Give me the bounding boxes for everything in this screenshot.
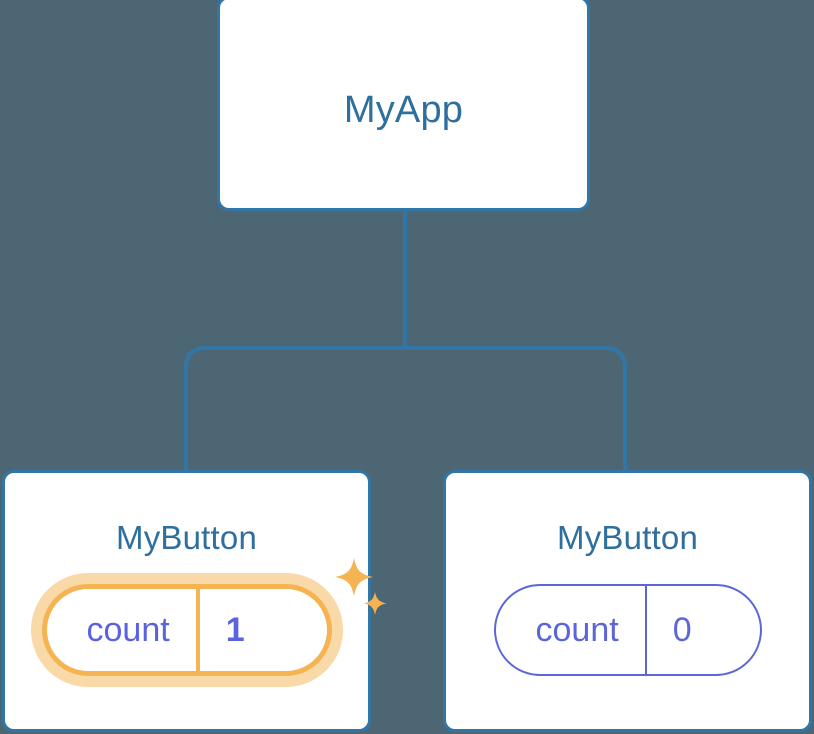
connector-branch-left — [184, 346, 405, 472]
prop-pill-container: count 0 — [446, 584, 809, 676]
node-title: MyButton — [557, 519, 698, 556]
prop-value: 0 — [644, 586, 732, 674]
node-title: MyButton — [116, 519, 257, 556]
node-card-mybutton-highlighted[interactable]: MyButton count 1 — [2, 470, 386, 732]
prop-key: count — [86, 610, 170, 649]
connector-branch-right — [405, 346, 627, 472]
prop-pill-holder: count 1 — [30, 558, 386, 687]
prop-pill-container: count 1 — [5, 558, 386, 687]
node-card-myapp[interactable]: MyApp — [217, 0, 590, 211]
prop-value: 1 — [195, 589, 285, 671]
node-title: MyApp — [343, 89, 464, 131]
node-card-mybutton[interactable]: MyButton count 0 — [443, 470, 812, 732]
prop-pill[interactable]: count 1 — [41, 584, 332, 676]
prop-key: count — [535, 610, 619, 649]
prop-pill[interactable]: count 0 — [493, 584, 762, 676]
